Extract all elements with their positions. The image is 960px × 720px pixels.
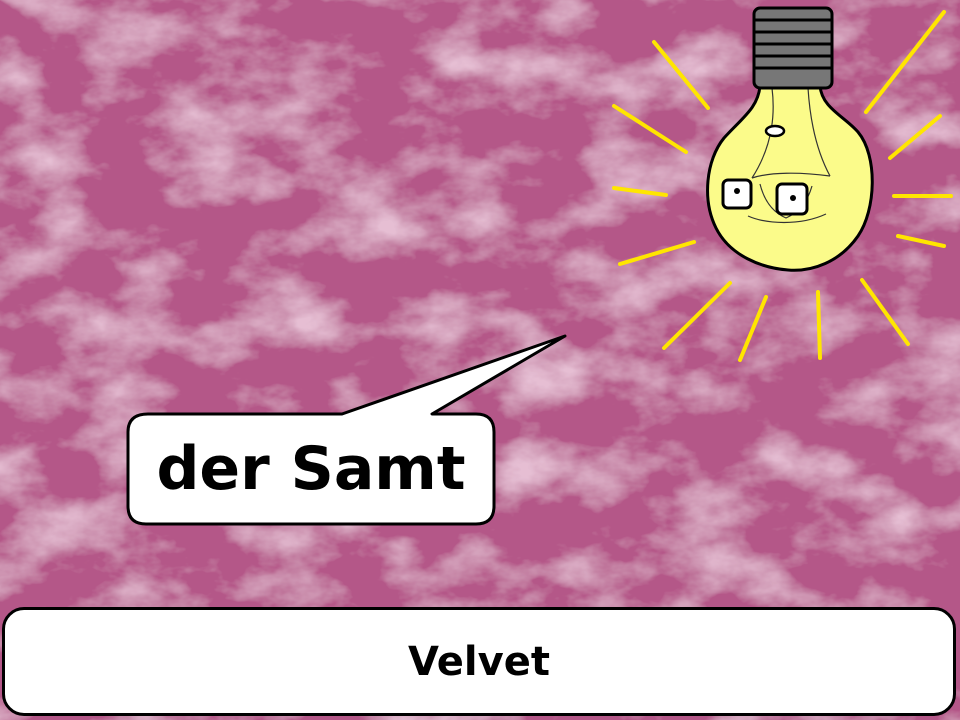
speech-bubble — [126, 334, 567, 526]
caption-text: Velvet — [408, 638, 550, 685]
caption-bar: Velvet — [2, 607, 956, 716]
speech-bubble-text: der Samt — [156, 434, 466, 504]
light-bulb-character-icon — [612, 6, 953, 362]
